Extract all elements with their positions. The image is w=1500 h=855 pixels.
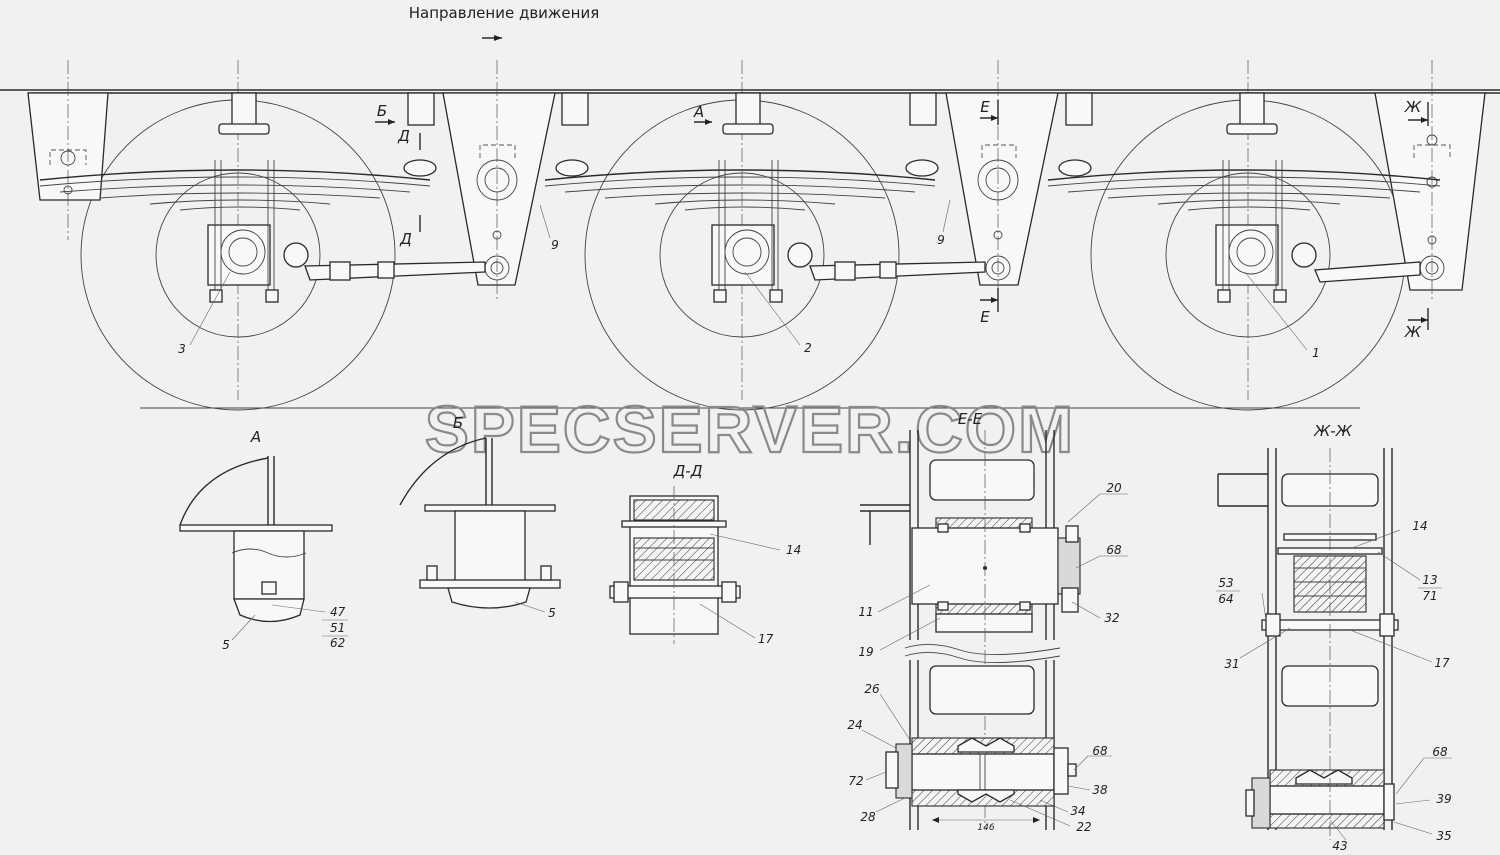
callout-34: 34: [1070, 804, 1085, 818]
callout-3: 3: [178, 342, 186, 356]
callout-38: 38: [1092, 783, 1108, 797]
section-zh-zh: Ж-Ж 14 53 64 13 71: [1216, 422, 1452, 853]
section-mark-e-top: Е: [980, 98, 990, 116]
callout-5-view-b: 5: [548, 606, 556, 620]
callout-9-right: 9: [937, 233, 945, 247]
section-ee-callouts: 20 68 11 32 19 26 24 72 28 68 38 34 22: [847, 481, 1128, 834]
axle-assemblies: [207, 160, 1317, 303]
section-mark-e-bottom: Е: [980, 308, 990, 326]
callout-31: 31: [1224, 657, 1239, 671]
callout-51: 51: [330, 621, 345, 635]
callout-64: 64: [1218, 592, 1233, 606]
watermark: SPECSERVER.COM: [425, 392, 1075, 466]
callout-39: 39: [1436, 792, 1451, 806]
callout-5-view-a: 5: [222, 638, 230, 652]
section-zhzh-callouts: 14 53 64 13 71 31 17 68 39 35 43: [1216, 519, 1452, 853]
callout-68-ee-top: 68: [1106, 543, 1122, 557]
callout-32: 32: [1104, 611, 1119, 625]
callout-24: 24: [847, 718, 862, 732]
section-mark-zh-top: Ж: [1404, 98, 1422, 116]
bump-stops: [218, 92, 1278, 135]
view-b-title: Б: [453, 414, 463, 432]
callout-71: 71: [1422, 589, 1437, 603]
callout-72: 72: [848, 774, 863, 788]
callout-2: 2: [804, 341, 812, 355]
section-e-e: Е-Е: [847, 410, 1128, 834]
callout-26: 26: [864, 682, 880, 696]
section-ee-title: Е-Е: [958, 410, 983, 428]
callout-1: 1: [1312, 346, 1320, 360]
callout-11: 11: [858, 605, 873, 619]
callout-35: 35: [1436, 829, 1451, 843]
callout-14-zhzh: 14: [1412, 519, 1427, 533]
callout-68-zhzh: 68: [1432, 745, 1448, 759]
callout-13: 13: [1422, 573, 1437, 587]
section-marks: Б Д Д А Е Е Ж Ж: [375, 98, 1429, 341]
section-dd-title: Д-Д: [673, 462, 703, 480]
callout-17-dd: 17: [758, 632, 774, 646]
main-side-view: Направление движения Б Д Д А Е Е Ж Ж: [0, 4, 1500, 411]
view-a-title: А: [250, 428, 261, 446]
callout-53: 53: [1218, 576, 1233, 590]
section-mark-zh-bottom: Ж: [1404, 323, 1422, 341]
section-zhzh-title: Ж-Ж: [1313, 422, 1353, 440]
callout-17-zhzh: 17: [1434, 656, 1450, 670]
section-d-d: Д-Д 14 17: [609, 462, 801, 646]
callout-20: 20: [1106, 481, 1122, 495]
callout-43: 43: [1332, 839, 1347, 853]
view-a-callouts: 47 51 62 5: [222, 604, 348, 652]
callout-9-left: 9: [551, 238, 559, 252]
callout-22: 22: [1076, 820, 1091, 834]
callout-19: 19: [858, 645, 873, 659]
section-mark-d-bottom: Д: [399, 230, 412, 248]
detail-view-b: Б 5: [399, 414, 561, 620]
callout-68-ee-bottom: 68: [1092, 744, 1108, 758]
main-callouts: 3 2 1 9 9: [178, 199, 1320, 360]
callout-47: 47: [330, 605, 346, 619]
detail-view-a: А 47 51 62 5: [179, 428, 348, 652]
leaf-springs: [39, 159, 1441, 211]
callout-14-dd: 14: [786, 543, 801, 557]
section-mark-b: Б: [377, 102, 387, 120]
frame-brackets: [27, 60, 1486, 300]
callout-62: 62: [330, 636, 345, 650]
dimension-146: 146: [977, 823, 994, 833]
section-mark-a: А: [693, 103, 704, 121]
torque-rods: [304, 261, 1421, 283]
callout-28: 28: [860, 810, 876, 824]
direction-label: Направление движения: [409, 4, 599, 22]
direction-arrow: [482, 35, 502, 41]
section-mark-d-top: Д: [397, 127, 410, 145]
